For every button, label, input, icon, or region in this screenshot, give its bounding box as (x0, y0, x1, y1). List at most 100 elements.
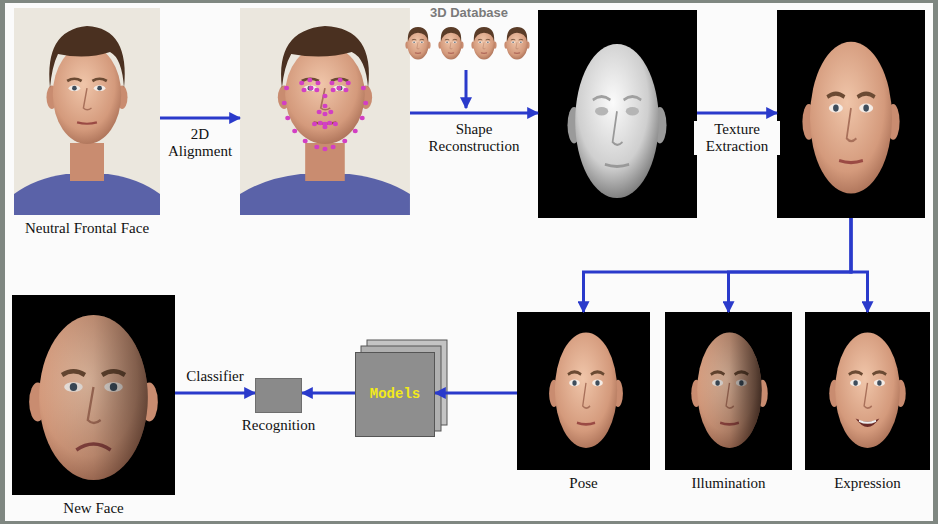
landmark-dots (336, 86, 341, 90)
database-heads (405, 27, 529, 59)
database-heads (504, 27, 529, 59)
database-heads (471, 27, 496, 59)
query-face-photo (12, 295, 175, 495)
landmark-dots (318, 121, 323, 125)
flow-arrow (435, 392, 517, 395)
edge-label: Classifier (184, 368, 246, 385)
query-face-photo (39, 315, 148, 480)
smiling-face-photo (829, 333, 906, 449)
landmark-dots (303, 139, 308, 143)
photo-panel: Expression (805, 312, 930, 470)
landmark-dots (322, 125, 327, 129)
landmark-dots (285, 116, 290, 120)
landmark-dots (282, 101, 287, 105)
smiling-face-photo (805, 312, 930, 470)
lit-face-photo (691, 333, 768, 449)
landmark-photo (240, 8, 410, 215)
photo-panel: Illumination (665, 312, 792, 470)
stack-label: Models (370, 386, 420, 403)
landmark-dots (338, 78, 343, 82)
shape-mesh-photo (538, 10, 697, 218)
document-stack: Models (355, 352, 435, 437)
database-heads (438, 27, 463, 59)
landmark-dots (314, 145, 319, 149)
flow-arrow (175, 392, 255, 395)
edge-label: Shape Reconstruction (416, 121, 532, 155)
lit-face-photo (665, 312, 792, 470)
photo-panel: New Face (12, 295, 175, 495)
lit-face-photo (697, 333, 762, 449)
landmark-dots (328, 110, 333, 114)
turned-face-photo (517, 312, 650, 470)
query-face-photo (12, 295, 175, 495)
landmark-dots (292, 129, 297, 133)
landmark-dots (301, 88, 306, 92)
smiling-face-photo (859, 421, 876, 423)
landmark-dots (331, 145, 336, 149)
landmark-dots (307, 78, 312, 82)
flow-arrow (729, 218, 852, 312)
landmark-dots (312, 122, 317, 126)
section-label: 3D Database (430, 5, 508, 21)
landmark-dots (331, 88, 336, 92)
textured-face-photo (777, 10, 925, 218)
database-arrow (465, 70, 468, 108)
panel-caption: New Face (63, 500, 123, 517)
panel-caption: Illumination (691, 475, 765, 492)
landmark-dots (317, 110, 322, 114)
turned-face-photo (517, 312, 650, 470)
photo-panel: Pose (517, 312, 650, 470)
panel-caption: Expression (834, 475, 901, 492)
landmark-dots (322, 104, 327, 108)
picture-frame (5, 3, 933, 521)
landmark-dots (342, 139, 347, 143)
turned-face-photo (549, 333, 623, 449)
landmark-dots (299, 81, 304, 85)
smiling-face-photo (805, 312, 930, 470)
panel-caption: Neutral Frontal Face (25, 220, 149, 237)
landmark-dots (353, 129, 358, 133)
shape-mesh-photo (568, 44, 667, 198)
landmark-dots (333, 122, 338, 126)
flow-arrow (851, 218, 868, 312)
turned-face-photo (577, 423, 595, 425)
landmark-dots (322, 112, 327, 116)
turned-face-photo (549, 333, 623, 449)
flow-arrow (697, 112, 777, 115)
landmark-dots (360, 116, 365, 120)
textured-face-photo (777, 10, 925, 218)
query-face-photo (29, 315, 158, 480)
textured-face-photo (802, 42, 899, 194)
landmark-dots (343, 88, 348, 92)
edge-label: Texture Extraction (694, 121, 780, 155)
frontal-photo (14, 8, 160, 215)
edge-label: 2D Alignment (162, 126, 238, 160)
shape-mesh-photo (568, 44, 667, 198)
landmark-photo (240, 8, 410, 215)
database-heads (504, 27, 529, 59)
flow-arrow (302, 392, 355, 395)
flow-arrow (410, 112, 538, 115)
frontal-photo (14, 8, 160, 215)
lit-face-photo (691, 333, 768, 449)
lit-face-photo (665, 312, 792, 470)
textured-face-photo (839, 160, 863, 162)
database-heads (438, 27, 463, 59)
landmark-dots (363, 101, 368, 105)
landmark-dots (322, 147, 327, 151)
database-heads (405, 27, 430, 59)
photo-panel (777, 10, 925, 218)
landmark-dots (327, 121, 332, 125)
database-heads (471, 27, 496, 59)
photo-panel (538, 10, 697, 218)
smiling-face-photo (829, 333, 906, 449)
flow-arrow (584, 218, 852, 312)
flow-arrow (160, 117, 240, 120)
panel-caption: Recognition (242, 417, 315, 434)
process-box: Recognition (255, 378, 302, 413)
panel-caption: Pose (569, 475, 597, 492)
landmark-dots (308, 86, 313, 90)
